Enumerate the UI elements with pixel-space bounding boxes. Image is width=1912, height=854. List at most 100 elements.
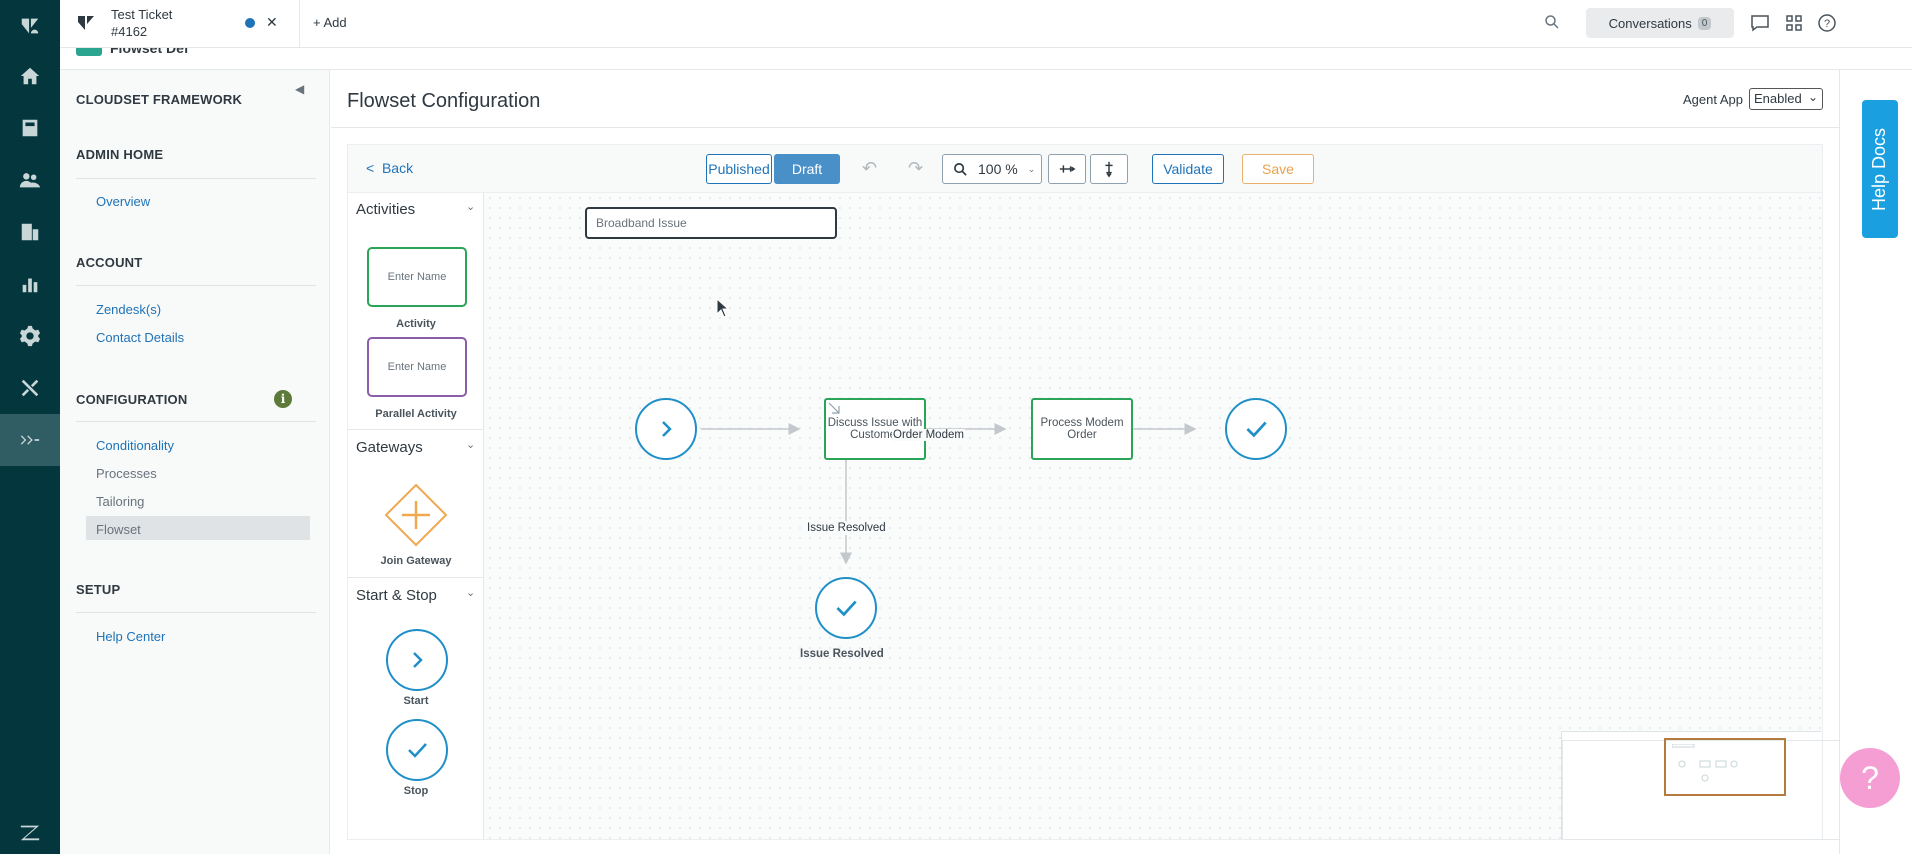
sidebar-selected-highlight	[86, 516, 310, 540]
close-tab-icon[interactable]: ✕	[266, 14, 278, 30]
sidebar-item-processes[interactable]: Processes	[96, 466, 157, 481]
back-link[interactable]: < Back	[366, 160, 414, 176]
redo-icon[interactable]: ↷	[908, 158, 924, 178]
draft-button[interactable]: Draft	[774, 154, 840, 184]
product-rail	[0, 0, 60, 854]
chat-icon[interactable]	[1750, 13, 1770, 33]
home-icon[interactable]	[0, 50, 60, 102]
ticket-tab-title: Test Ticket	[111, 7, 173, 22]
top-bar: Test Ticket #4162 ✕ + Add Conversations …	[60, 0, 1912, 48]
undo-icon[interactable]: ↶	[862, 158, 878, 178]
help-icon[interactable]: ?	[1817, 13, 1837, 33]
collapse-sidebar-icon[interactable]: ◀	[295, 82, 305, 96]
help-docs-button[interactable]: Help Docs	[1862, 100, 1898, 238]
end-node[interactable]	[1225, 398, 1287, 460]
help-fab-icon: ?	[1861, 759, 1879, 796]
sidebar-item-help-center[interactable]: Help Center	[96, 629, 166, 644]
cloudset-app-icon[interactable]	[0, 414, 60, 466]
help-docs-label: Help Docs	[1869, 127, 1890, 211]
join-gateway-label: Join Gateway	[380, 555, 452, 567]
apps-tools-icon[interactable]	[0, 362, 60, 414]
edge-label-order-modem[interactable]: Order Modem	[892, 429, 965, 441]
products-grid-icon[interactable]	[1784, 13, 1804, 33]
stop-palette-item[interactable]	[386, 719, 448, 781]
resize-arrow-icon[interactable]	[827, 401, 841, 415]
back-label: Back	[381, 160, 414, 176]
join-gateway-palette-item[interactable]	[384, 483, 448, 547]
save-button[interactable]: Save	[1242, 154, 1314, 184]
vertical-layout-button[interactable]	[1090, 154, 1128, 184]
framework-title: CLOUDSET FRAMEWORK	[76, 92, 243, 107]
flowset-name-input[interactable]: Broadband Issue	[585, 207, 837, 239]
sidebar-item-flowset[interactable]: Flowset	[96, 522, 141, 537]
sidebar-item-tailoring[interactable]: Tailoring	[96, 494, 145, 509]
conversations-label: Conversations	[1608, 15, 1692, 31]
start-node[interactable]	[635, 398, 697, 460]
chevron-right-icon	[413, 652, 423, 668]
customers-icon[interactable]	[0, 154, 60, 206]
conversations-count-badge: 0	[1697, 16, 1712, 30]
zoom-control[interactable]: 100 % ⌄	[942, 154, 1042, 184]
gateways-heading: Gateways	[356, 439, 423, 456]
zoom-icon	[954, 162, 967, 176]
activity-node-discuss[interactable]: Discuss Issue with Customer	[824, 398, 926, 460]
configuration-heading: CONFIGURATION	[76, 392, 188, 407]
gateways-chevron-icon[interactable]: ⌄	[466, 439, 476, 451]
conversations-button[interactable]: Conversations 0	[1586, 8, 1734, 38]
svg-text:?: ?	[1824, 18, 1830, 30]
start-label: Start	[403, 695, 429, 707]
admin-gear-icon[interactable]	[0, 310, 60, 362]
diagram-canvas[interactable]: Broadband Issue Discuss Issue with Custo…	[485, 193, 1858, 840]
checkmark-icon	[1246, 421, 1267, 438]
info-icon[interactable]: i	[274, 390, 292, 408]
page-title: Flowset Configuration	[347, 90, 541, 112]
zoom-chevron-icon: ⌄	[1027, 163, 1036, 174]
activity-node-process[interactable]: Process Modem Order	[1031, 398, 1133, 460]
start-stop-heading: Start & Stop	[356, 587, 437, 604]
divider	[76, 178, 316, 179]
add-tab-label: Add	[323, 15, 347, 30]
divider	[348, 429, 484, 430]
start-stop-chevron-icon[interactable]: ⌄	[466, 587, 476, 599]
parallel-activity-label: Parallel Activity	[375, 408, 457, 420]
breadcrumb-title: Flowset Def	[110, 48, 189, 56]
sidebar-item-conditionality[interactable]: Conditionality	[96, 438, 175, 453]
breadcrumb: Flowset Def	[60, 48, 1912, 70]
published-button[interactable]: Published	[706, 154, 772, 184]
activities-chevron-icon[interactable]: ⌄	[466, 201, 476, 213]
ticket-tab[interactable]: Test Ticket #4162 ✕	[60, 0, 300, 48]
start-palette-item[interactable]	[386, 629, 448, 691]
main-panel: Flowset Configuration Agent App Enabled …	[331, 70, 1858, 854]
edge-label-issue-resolved[interactable]: Issue Resolved	[805, 521, 888, 535]
ticket-tab-number: #4162	[111, 24, 148, 39]
divider	[76, 421, 316, 422]
chevron-down-icon: ⌄	[1807, 90, 1818, 104]
sidebar-item-zendesks[interactable]: Zendesk(s)	[96, 302, 162, 317]
zendesk-footer-logo-icon	[0, 806, 60, 854]
sidebar-item-contact-details[interactable]: Contact Details	[96, 330, 185, 345]
sidebar-item-overview[interactable]: Overview	[96, 194, 151, 209]
flowset-editor: < Back Published Draft ↶ ↷ 100 % ⌄ Valid…	[347, 144, 1858, 840]
vertical-layout-icon	[1105, 161, 1113, 178]
end-node-issue-resolved[interactable]	[815, 577, 877, 639]
help-fab-button[interactable]: ?	[1840, 748, 1900, 808]
add-tab-button[interactable]: + Add	[313, 15, 347, 30]
activity-node-label: Discuss Issue with Customer	[827, 417, 923, 441]
views-icon[interactable]	[0, 102, 60, 154]
search-icon[interactable]	[1544, 14, 1560, 30]
divider	[348, 577, 484, 578]
settings-sidebar: CLOUDSET FRAMEWORK ◀ ADMIN HOME Overview…	[60, 70, 330, 854]
organizations-icon[interactable]	[0, 206, 60, 258]
reporting-icon[interactable]	[0, 258, 60, 310]
zoom-level: 100 %	[978, 161, 1018, 177]
agent-app-select[interactable]: Enabled ⌄	[1749, 88, 1823, 110]
activity-palette-item[interactable]: Enter Name	[367, 247, 467, 307]
zendesk-logo-icon[interactable]	[0, 0, 60, 52]
activity-node-label: Process Modem Order	[1040, 417, 1124, 441]
editor-toolbar: < Back Published Draft ↶ ↷ 100 % ⌄ Valid…	[348, 145, 1822, 193]
validate-button[interactable]: Validate	[1152, 154, 1224, 184]
parallel-activity-palette-item[interactable]: Enter Name	[367, 337, 467, 397]
minimap[interactable]	[1561, 731, 1858, 840]
horizontal-layout-button[interactable]	[1048, 154, 1086, 184]
minimap-viewport[interactable]	[1664, 738, 1786, 796]
